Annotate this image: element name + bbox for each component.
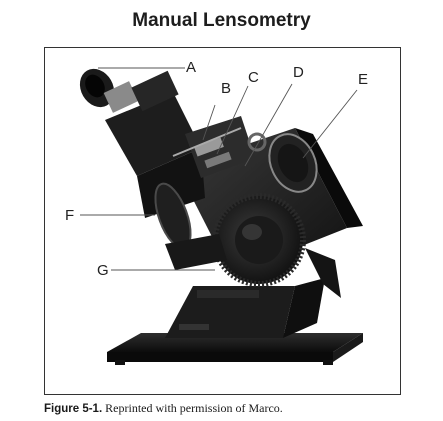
callout-d: D [293,64,304,81]
callout-f: F [65,207,75,224]
callout-e: E [358,71,369,88]
figure-number: Figure 5-1. [44,403,103,415]
caption-text: Reprinted with permission of Marco. [102,401,283,415]
page-title: Manual Lensometry [132,10,311,31]
figure-caption: Figure 5-1. Reprinted with permission of… [44,401,283,416]
callout-line-c [216,85,249,155]
callout-line-e [302,89,358,159]
power-wheel [212,193,306,287]
pedestal [165,278,325,338]
callout-c: C [248,69,259,86]
callout-line-d [244,83,293,167]
callout-a: A [186,59,197,76]
callout-line-b [202,104,216,141]
callout-b: B [221,80,232,97]
eyepiece-assembly [79,68,205,218]
figure-frame: A B C D E F G [44,47,401,395]
callout-g: G [97,262,109,279]
callout-lines [80,67,358,271]
axis-wheel [154,182,227,270]
lensometer-illustration [79,67,363,365]
